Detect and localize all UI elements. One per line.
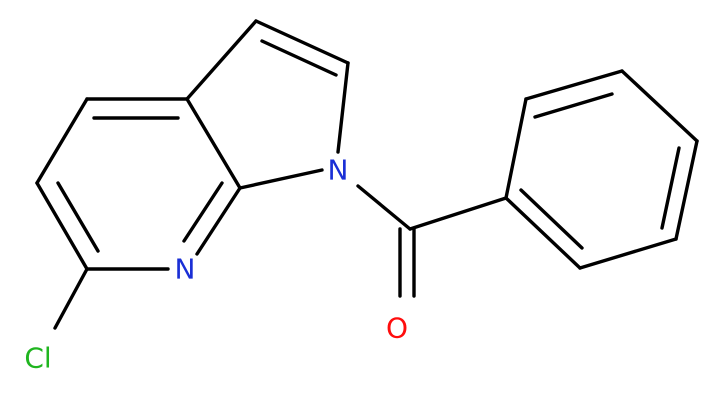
bond	[182, 181, 224, 243]
bond	[578, 237, 678, 270]
bond	[35, 181, 89, 271]
bonds	[35, 19, 699, 330]
bond	[674, 139, 699, 241]
bond	[238, 168, 324, 190]
atom-label-cl: Cl	[24, 342, 51, 375]
bond	[519, 188, 584, 250]
bond	[56, 181, 100, 253]
bond	[533, 92, 614, 119]
atom-label-n7: N	[175, 253, 196, 286]
atom-label-o: O	[386, 312, 408, 345]
bond	[260, 39, 338, 77]
bond	[620, 69, 699, 143]
atom-labels: N N O Cl	[24, 154, 408, 375]
bond	[504, 97, 528, 200]
bond	[185, 19, 258, 101]
bond	[254, 19, 350, 65]
bond	[408, 196, 508, 231]
atom-label-n1: N	[328, 154, 349, 187]
bond	[336, 61, 350, 154]
bond	[356, 184, 412, 231]
bond	[660, 146, 681, 230]
bond	[53, 267, 89, 330]
bond	[35, 97, 89, 185]
bond	[504, 196, 582, 270]
bond	[195, 186, 242, 256]
bond	[524, 69, 624, 101]
bond	[185, 97, 242, 190]
